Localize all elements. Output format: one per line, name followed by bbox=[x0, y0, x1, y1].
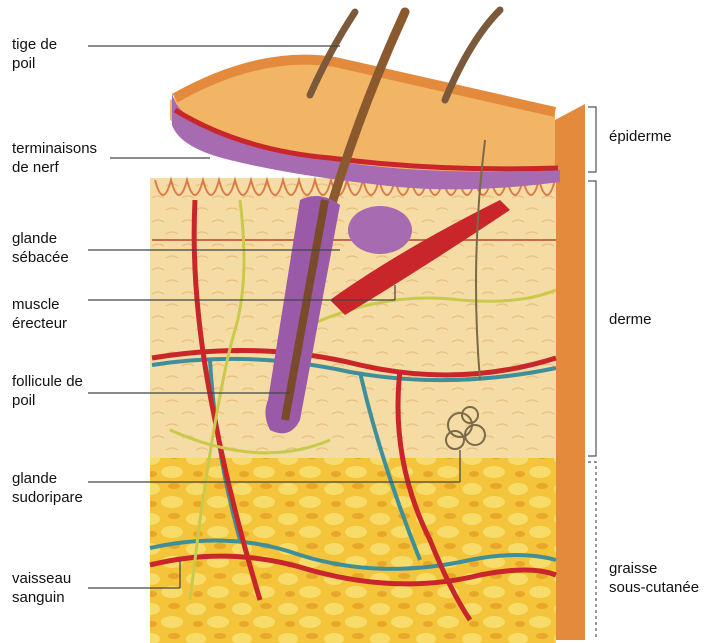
sebaceous-gland-shape bbox=[348, 206, 412, 254]
fat-layer bbox=[150, 455, 556, 643]
layer-brackets bbox=[588, 107, 596, 640]
label-epidermis: épiderme bbox=[609, 127, 672, 146]
block-side-face bbox=[555, 104, 585, 640]
label-dermis: derme bbox=[609, 310, 652, 329]
